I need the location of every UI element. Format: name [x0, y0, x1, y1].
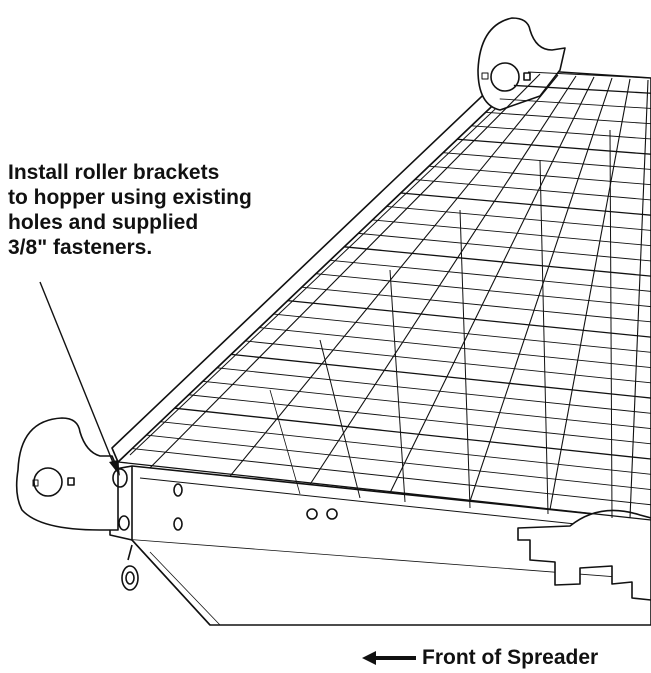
grate-bar [202, 380, 651, 429]
left-bracket-hole [33, 467, 63, 497]
grate-cross-rod [149, 73, 541, 469]
grate-bar [301, 286, 651, 323]
grate-bar [485, 111, 651, 125]
grate-bar [527, 71, 651, 79]
grate-bar [400, 192, 651, 216]
grate-cross-rod [309, 75, 577, 485]
grate-cross-rod [549, 78, 631, 510]
grate-bar [443, 152, 651, 170]
grate-bar [216, 367, 651, 414]
grate-bar [146, 434, 651, 490]
grate-bar [344, 246, 651, 277]
grate-cross-rod [469, 77, 613, 502]
target-bolt-hole [112, 468, 128, 488]
grate-bar [117, 461, 651, 521]
grate-bar [315, 273, 651, 308]
grate-bars [117, 71, 651, 521]
callout-line-4: 3/8" fasteners. [8, 236, 153, 259]
callout-line-2: to hopper using existing [8, 186, 252, 209]
top-bracket-hole [490, 62, 520, 92]
grate-bar [174, 407, 651, 460]
grate-bar [414, 179, 651, 201]
grate-cross-rod [629, 79, 649, 518]
front-of-spreader-label: Front of Spreader [362, 646, 598, 670]
grate-bar [287, 299, 651, 338]
grate-bar [273, 313, 651, 353]
grate-bar [132, 448, 651, 506]
grate-bar [358, 232, 651, 262]
right-cutout-plate [517, 509, 651, 601]
leader-arrowhead [109, 460, 120, 476]
grate-cross-rod [389, 76, 595, 494]
grate-bar [386, 206, 651, 231]
grate-bar [231, 353, 651, 399]
grate-bar [330, 259, 651, 292]
grate-bar [188, 394, 651, 445]
left-arrow-icon [362, 651, 416, 665]
leader-line [39, 281, 120, 476]
lift-loop [121, 565, 139, 591]
callout-line-3: holes and supplied [8, 211, 199, 234]
callout-line-1: Install roller brackets [8, 161, 220, 184]
grate-bar [428, 165, 651, 186]
grate-bar [372, 219, 651, 247]
left-roller-bracket [15, 417, 119, 531]
install-instruction-callout: Install roller brackets to hopper using … [8, 160, 338, 260]
grate-bar [457, 138, 651, 155]
front-of-spreader-text: Front of Spreader [422, 646, 599, 669]
grate-bar [471, 125, 651, 140]
grate-bar [259, 327, 651, 369]
grate-bar [499, 98, 651, 109]
grate-bar [160, 421, 651, 475]
grate-bar [245, 340, 651, 384]
grate-cross-rod [229, 74, 559, 477]
